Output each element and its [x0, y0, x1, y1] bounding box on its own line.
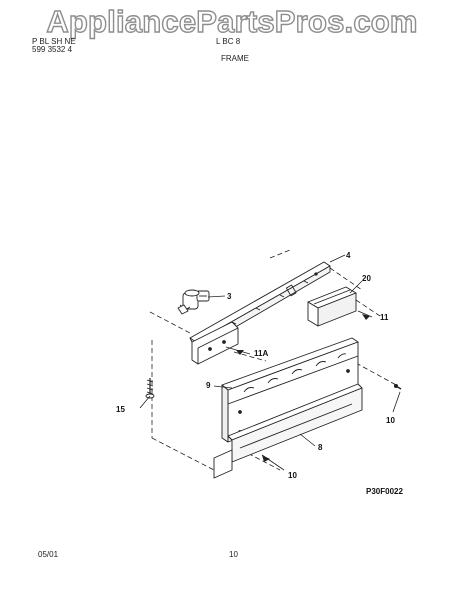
callout-15: 15 — [116, 405, 125, 414]
callout-leaders — [139, 254, 401, 471]
callout-10-bottom: 10 — [288, 471, 297, 480]
callout-10-right: 10 — [386, 416, 395, 425]
left-bracket-part — [191, 321, 239, 365]
callout-11a: 11A — [254, 349, 268, 358]
screw-part — [145, 378, 155, 399]
callout-9: 9 — [206, 381, 211, 390]
header-publication-number: 599 3532 4 — [32, 45, 73, 54]
footer-page-number: 10 — [229, 550, 238, 559]
watermark: AppliancePartsPros.com — [46, 3, 419, 39]
section-title: FRAME — [221, 54, 249, 63]
kick-panel-part — [227, 383, 363, 463]
callout-11: 11 — [380, 313, 389, 322]
callout-20: 20 — [362, 274, 371, 283]
callout-3: 3 — [227, 292, 232, 301]
insulation-block-part — [307, 286, 357, 327]
footer-date: 05/01 — [38, 550, 59, 559]
front-panel-part — [221, 337, 359, 443]
callout-arrowheads — [236, 314, 370, 462]
header-model-number: L BC 8 — [216, 37, 241, 46]
header-publication-label: P BL SH NE — [32, 37, 76, 46]
right-screw-part — [393, 383, 402, 390]
callout-4: 4 — [346, 251, 351, 260]
control-component-part — [177, 289, 210, 315]
foot-bracket-part — [213, 449, 233, 479]
drawing-code: P30F0022 — [366, 487, 403, 496]
callout-8: 8 — [318, 443, 323, 452]
